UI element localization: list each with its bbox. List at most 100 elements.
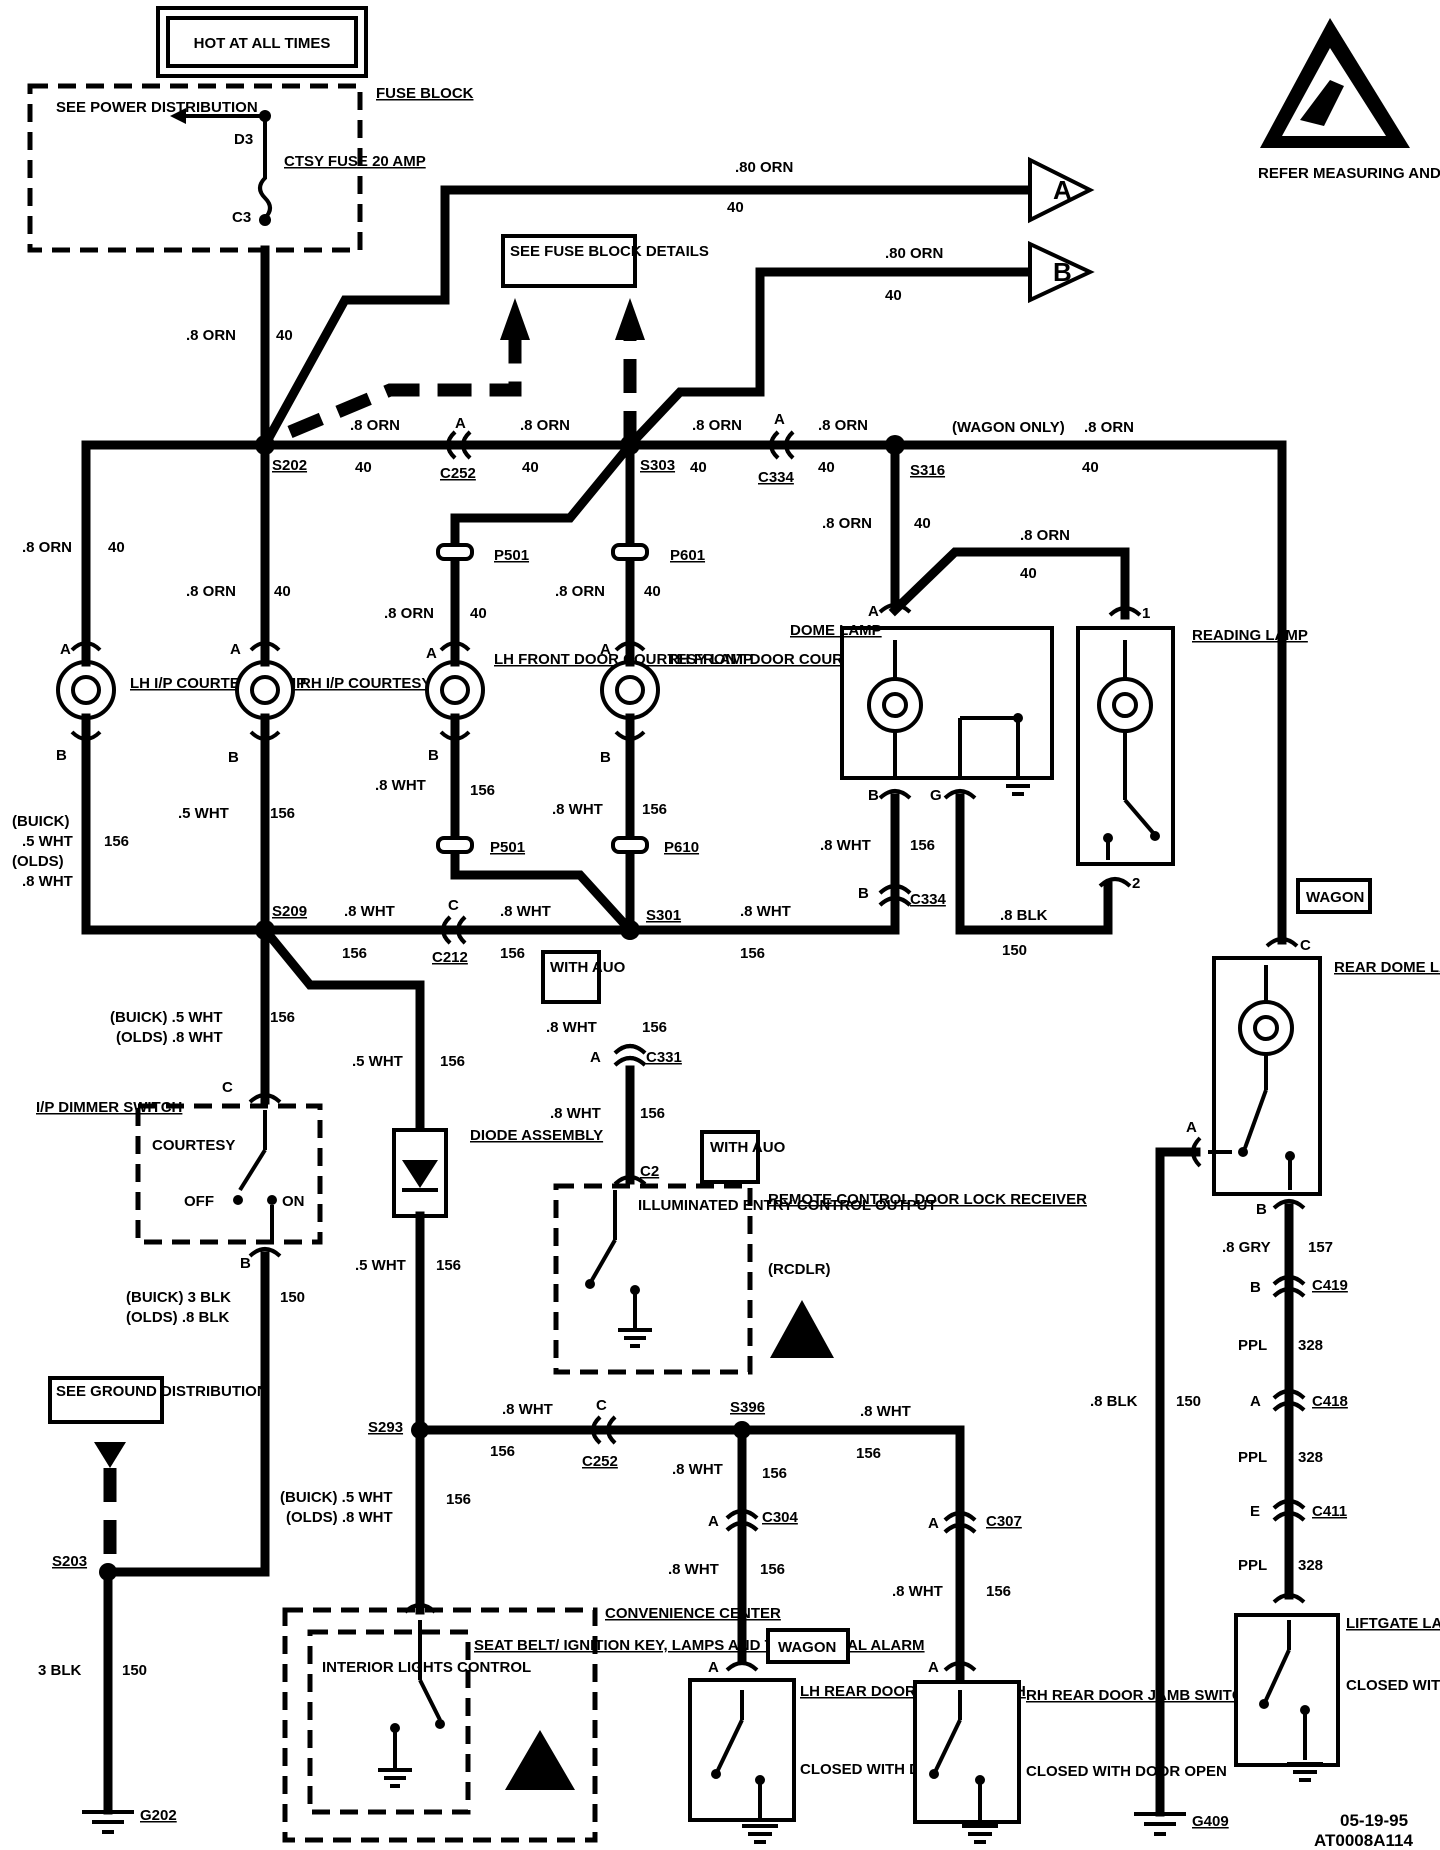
svg-text:.8 ORN: .8 ORN bbox=[186, 583, 236, 600]
svg-text:40: 40 bbox=[276, 327, 293, 344]
svg-text:C334: C334 bbox=[758, 469, 795, 486]
connector-c411 bbox=[1272, 1499, 1306, 1522]
svg-text:OFF: OFF bbox=[184, 1193, 214, 1210]
svg-text:156: 156 bbox=[642, 801, 667, 818]
svg-text:328: 328 bbox=[1298, 1449, 1323, 1466]
connector-c307 bbox=[943, 1511, 977, 1534]
arrow-up-icon bbox=[500, 298, 530, 340]
svg-text:READING LAMP: READING LAMP bbox=[1192, 627, 1308, 644]
svg-text:S301: S301 bbox=[646, 907, 681, 924]
rh-rear-jamb-switch-box bbox=[913, 1680, 1021, 1824]
svg-text:C331: C331 bbox=[646, 1049, 682, 1066]
svg-text:.8 ORN: .8 ORN bbox=[22, 539, 72, 556]
svg-text:40: 40 bbox=[690, 459, 707, 476]
svg-text:A: A bbox=[590, 1049, 601, 1066]
svg-text:B: B bbox=[600, 749, 611, 766]
svg-text:G409: G409 bbox=[1192, 1813, 1229, 1830]
svg-text:40: 40 bbox=[914, 515, 931, 532]
svg-text:ON: ON bbox=[282, 1193, 305, 1210]
connector-c418 bbox=[1272, 1389, 1306, 1412]
svg-text:B: B bbox=[428, 747, 439, 764]
svg-text:B: B bbox=[1053, 257, 1072, 287]
svg-text:.8 WHT: .8 WHT bbox=[550, 1105, 601, 1122]
svg-text:PPL: PPL bbox=[1238, 1557, 1267, 1574]
svg-text:S396: S396 bbox=[730, 1399, 765, 1416]
svg-text:P610: P610 bbox=[664, 839, 699, 856]
svg-text:C307: C307 bbox=[986, 1513, 1022, 1530]
svg-text:156: 156 bbox=[470, 782, 495, 799]
svg-text:1: 1 bbox=[1142, 605, 1150, 622]
svg-text:E: E bbox=[1250, 1503, 1260, 1520]
diagram-code: AT0008A114 bbox=[1314, 1831, 1413, 1850]
svg-text:40: 40 bbox=[885, 287, 902, 304]
svg-text:CONVENIENCE CENTER: CONVENIENCE CENTER bbox=[605, 1605, 781, 1622]
ground-icon bbox=[1134, 1812, 1186, 1836]
svg-text:C: C bbox=[1300, 937, 1311, 954]
svg-text:.8 GRY: .8 GRY bbox=[1222, 1239, 1271, 1256]
svg-text:150: 150 bbox=[280, 1289, 305, 1306]
ground-arrow-icon bbox=[94, 1442, 126, 1468]
svg-text:.8 WHT: .8 WHT bbox=[892, 1583, 943, 1600]
see-power-label: SEE POWER DISTRIBUTION bbox=[56, 99, 258, 116]
svg-text:A: A bbox=[230, 641, 241, 658]
see-ground-box bbox=[48, 1376, 164, 1424]
fuse-label: CTSY FUSE 20 AMP bbox=[284, 153, 426, 170]
svg-text:.80 ORN: .80 ORN bbox=[735, 159, 793, 176]
svg-text:40: 40 bbox=[274, 583, 291, 600]
wire-label-wht5: .5 WHT bbox=[22, 833, 73, 850]
ip-dimmer-switch-box bbox=[135, 1103, 323, 1245]
svg-text:C: C bbox=[596, 1397, 607, 1414]
svg-text:40: 40 bbox=[818, 459, 835, 476]
svg-text:C: C bbox=[222, 1079, 233, 1096]
svg-text:B: B bbox=[858, 885, 869, 902]
svg-text:.5 WHT: .5 WHT bbox=[178, 805, 229, 822]
svg-text:REAR DOME LAMP: REAR DOME LAMP bbox=[1334, 959, 1440, 976]
connector-c212 bbox=[441, 915, 467, 945]
svg-text:.8 BLK: .8 BLK bbox=[1000, 907, 1048, 924]
diode-icon bbox=[402, 1160, 438, 1188]
wagon-label bbox=[1296, 878, 1372, 914]
rcdlr-box bbox=[553, 1183, 753, 1375]
svg-text:.8 ORN: .8 ORN bbox=[520, 417, 570, 434]
connector-p601 bbox=[611, 543, 649, 561]
svg-text:A: A bbox=[774, 411, 785, 428]
svg-text:156: 156 bbox=[500, 945, 525, 962]
svg-text:S209: S209 bbox=[272, 903, 307, 920]
svg-text:WITH AUO: WITH AUO bbox=[710, 1139, 786, 1156]
svg-text:C252: C252 bbox=[440, 465, 476, 482]
svg-text:B: B bbox=[56, 747, 67, 764]
svg-text:.5 WHT: .5 WHT bbox=[355, 1257, 406, 1274]
svg-text:156: 156 bbox=[640, 1105, 665, 1122]
svg-text:G: G bbox=[930, 787, 942, 804]
svg-text:S303: S303 bbox=[640, 457, 675, 474]
svg-text:A: A bbox=[455, 415, 466, 432]
svg-text:40: 40 bbox=[1082, 459, 1099, 476]
svg-text:A: A bbox=[928, 1515, 939, 1532]
svg-text:328: 328 bbox=[1298, 1337, 1323, 1354]
arrow-up-icon bbox=[615, 298, 645, 340]
svg-text:C212: C212 bbox=[432, 949, 468, 966]
with-auo-label bbox=[541, 950, 601, 1004]
connector-c252-bottom bbox=[591, 1415, 617, 1445]
svg-text:.8 ORN: .8 ORN bbox=[1084, 419, 1134, 436]
svg-text:CLOSED WITH DOOR OPEN: CLOSED WITH DOOR OPEN bbox=[1026, 1763, 1227, 1780]
convenience-center-box bbox=[282, 1607, 598, 1843]
svg-text:3 BLK: 3 BLK bbox=[38, 1662, 82, 1679]
svg-text:REMOTE CONTROL DOOR LOCK RECEI: REMOTE CONTROL DOOR LOCK RECEIVER bbox=[768, 1191, 1087, 1208]
svg-text:C: C bbox=[448, 897, 459, 914]
connector-c331 bbox=[613, 1044, 647, 1067]
svg-text:.8 ORN: .8 ORN bbox=[1020, 527, 1070, 544]
svg-text:B: B bbox=[1250, 1279, 1261, 1296]
svg-text:SEE GROUND DISTRIBUTION: SEE GROUND DISTRIBUTION bbox=[56, 1383, 268, 1400]
diagram-date: 05-19-95 bbox=[1340, 1811, 1408, 1830]
svg-text:S202: S202 bbox=[272, 457, 307, 474]
connector-c419 bbox=[1272, 1275, 1306, 1298]
svg-text:C418: C418 bbox=[1312, 1393, 1348, 1410]
svg-text:.8 WHT: .8 WHT bbox=[375, 777, 426, 794]
svg-text:B: B bbox=[1256, 1201, 1267, 1218]
svg-text:(OLDS): (OLDS) bbox=[12, 853, 64, 870]
svg-text:P501: P501 bbox=[494, 547, 529, 564]
svg-text:C411: C411 bbox=[1312, 1503, 1347, 1520]
svg-text:(OLDS) .8 WHT: (OLDS) .8 WHT bbox=[286, 1509, 393, 1526]
